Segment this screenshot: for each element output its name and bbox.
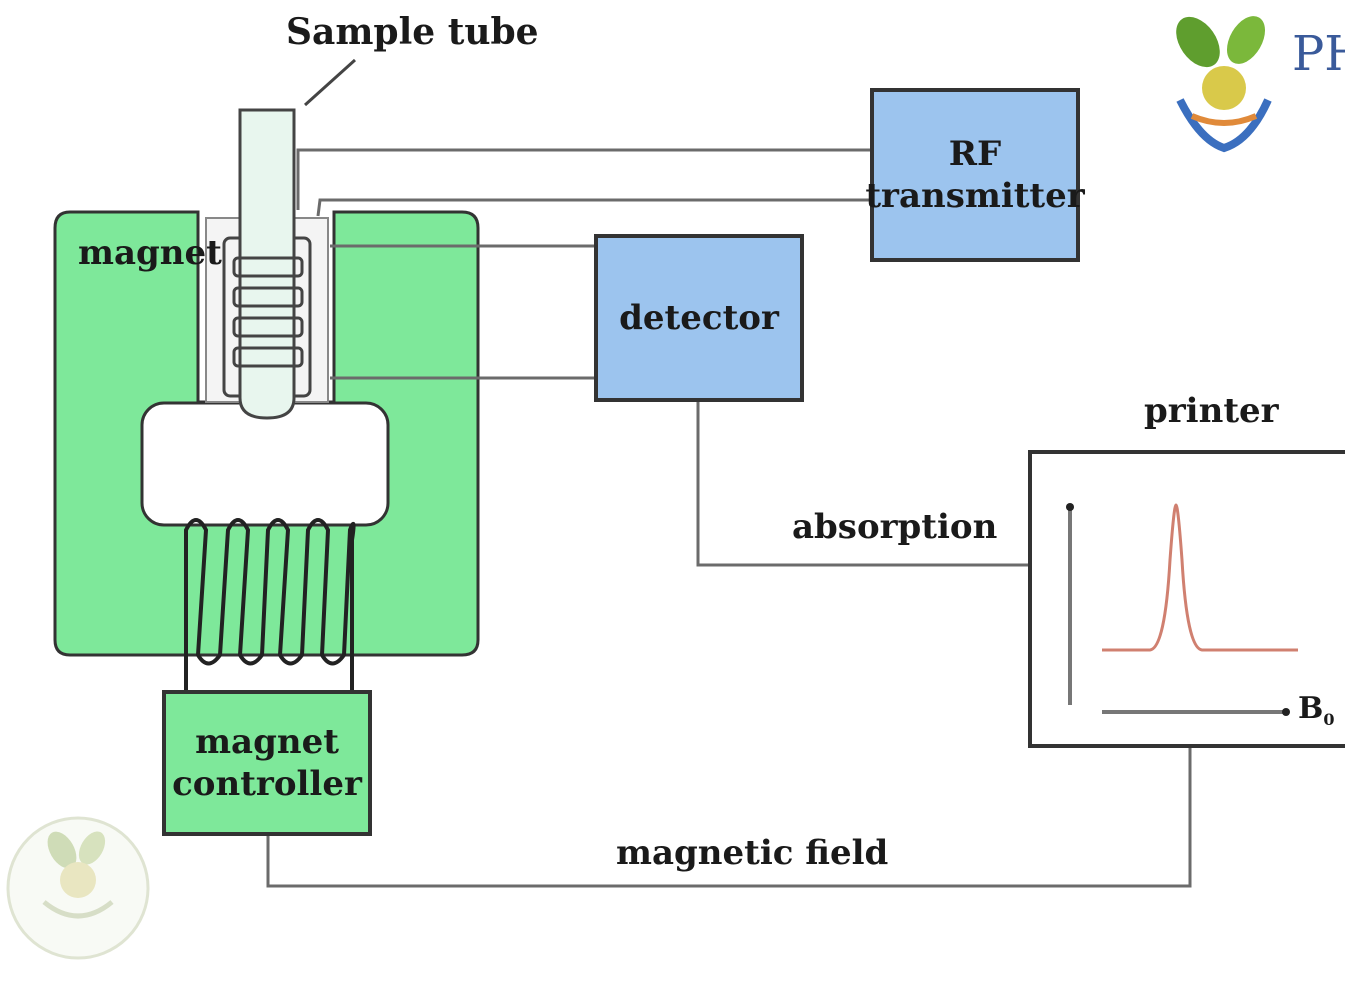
leaf-logo-icon <box>1176 16 1272 153</box>
printer-x-axis-tip <box>1282 708 1290 716</box>
rf-coil <box>232 256 304 368</box>
rf-transmitter-label-line2: transmitter <box>865 176 1085 216</box>
b0-axis-subscript: 0 <box>1323 710 1335 729</box>
absorption-line <box>696 402 1032 567</box>
sample-tube-leader <box>303 58 357 107</box>
b0-axis-label: B0 <box>1298 694 1335 728</box>
magnetic-field-label: magnetic field <box>616 833 889 873</box>
printer-frame <box>1028 450 1345 748</box>
detector-label: detector <box>619 297 779 338</box>
rf-transmitter-label-line1: RF <box>948 133 1002 174</box>
b0-axis-letter: B <box>1298 691 1324 726</box>
printer-label: printer <box>1144 391 1279 431</box>
rf-transmitter-box: RF transmitter <box>865 88 1085 262</box>
magnet-controller-label-line1: magnet <box>195 721 339 762</box>
watermark-seal-icon <box>6 816 150 960</box>
sample-tube <box>238 108 296 420</box>
magnet-controller-label-line2: controller <box>172 764 362 804</box>
logo-text: PH <box>1292 26 1345 82</box>
magnet-label: magnet <box>78 233 222 273</box>
magnetic-field-line <box>266 744 1192 888</box>
detector-wires <box>330 244 596 380</box>
sample-tube-label: Sample tube <box>286 11 539 53</box>
magnet-coil <box>184 518 356 690</box>
absorption-label: absorption <box>792 507 998 547</box>
detector-box: detector <box>594 234 804 402</box>
magnet-pole-gap <box>140 401 390 527</box>
printer-y-axis-tip <box>1066 503 1074 511</box>
rf-wires <box>296 148 870 217</box>
magnet-controller-box: magnet controller <box>162 690 372 836</box>
absorption-peak <box>1102 503 1298 652</box>
